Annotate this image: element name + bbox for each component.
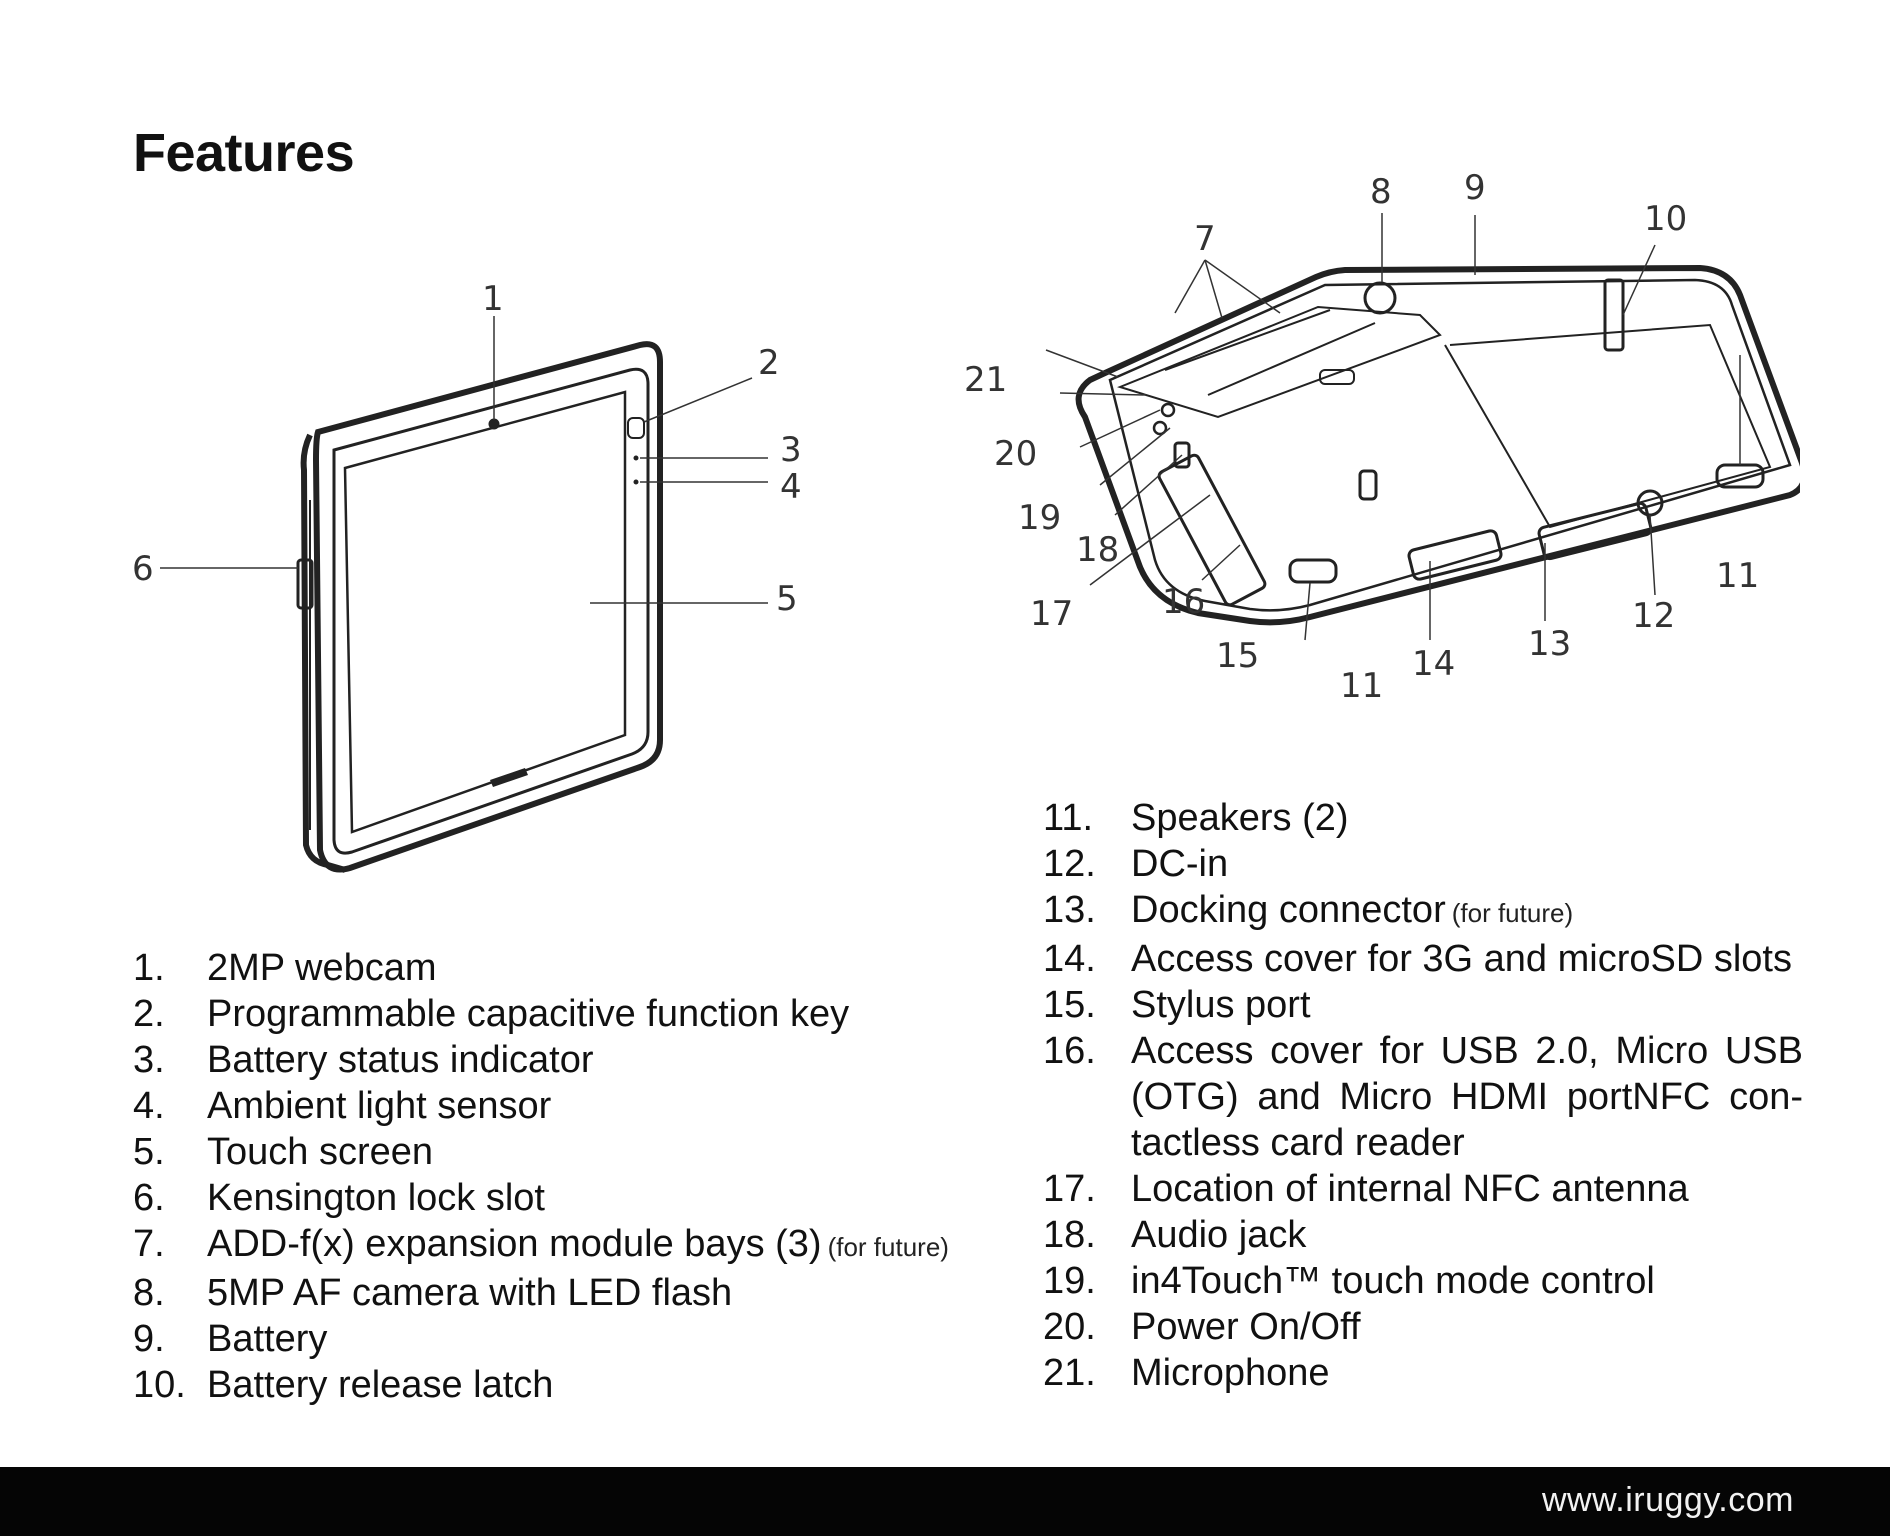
item-number: 9.	[133, 1318, 165, 1360]
rear-callout-9: 9	[1464, 168, 1486, 208]
front-callout-3: 3	[780, 430, 802, 470]
list-item: 14. Access cover for 3G and microSD slots	[1043, 936, 1803, 982]
list-item: 6. Kensington lock slot	[133, 1175, 963, 1221]
footer-bar: www.iruggy.com	[0, 1467, 1890, 1536]
tablet-front-illustration	[296, 341, 663, 873]
list-item: 13. Docking connector(for future)	[1043, 887, 1803, 936]
item-text: Touch screen	[207, 1131, 434, 1173]
item-number: 15.	[1043, 984, 1096, 1026]
footer-url-link[interactable]: www.iruggy.com	[1542, 1481, 1794, 1519]
item-number: 5.	[133, 1131, 165, 1173]
item-text: Docking connector	[1131, 889, 1446, 931]
rear-leader-lines	[1045, 213, 1741, 641]
list-item: 5. Touch screen	[133, 1129, 963, 1175]
list-item: 11. Speakers (2)	[1043, 795, 1803, 841]
rear-callout-19: 19	[1018, 498, 1061, 538]
front-callout-2: 2	[758, 343, 780, 383]
item-text: Microphone	[1131, 1352, 1330, 1394]
item-number: 6.	[133, 1177, 165, 1219]
rear-callout-13: 13	[1528, 624, 1571, 664]
rear-callout-11-right: 11	[1716, 556, 1759, 596]
list-item: 4. Ambient light sensor	[133, 1083, 963, 1129]
front-callout-4: 4	[780, 467, 802, 507]
list-item: 10. Battery release latch	[133, 1362, 963, 1408]
item-text: Kensington lock slot	[207, 1177, 545, 1219]
list-item: 7. ADD-f(x) expansion module bays (3)(for…	[133, 1221, 963, 1270]
list-item: 20. Power On/Off	[1043, 1304, 1803, 1350]
rear-callout-21: 21	[964, 360, 1007, 400]
item-number: 21.	[1043, 1352, 1096, 1394]
item-number: 2.	[133, 993, 165, 1035]
item-number: 7.	[133, 1223, 165, 1265]
item-text: Power On/Off	[1131, 1306, 1361, 1348]
item-text: DC-in	[1131, 843, 1229, 885]
item-text: Battery status indicator	[207, 1039, 594, 1081]
rear-callout-14: 14	[1412, 644, 1455, 684]
item-number: 3.	[133, 1039, 165, 1081]
list-item: 1. 2MP webcam	[133, 945, 963, 991]
rear-callout-16: 16	[1162, 582, 1205, 622]
item-text: Access cover for USB 2.0, Micro USB (OTG…	[1131, 1030, 1803, 1164]
item-text: Battery release latch	[207, 1364, 554, 1406]
rear-callout-15: 15	[1216, 636, 1259, 676]
rear-callout-12: 12	[1632, 596, 1675, 636]
front-callout-1: 1	[482, 279, 504, 319]
item-number: 19.	[1043, 1260, 1096, 1302]
item-note: (for future)	[1451, 898, 1574, 928]
feature-list-left: 1. 2MP webcam 2. Programmable capacitive f…	[133, 945, 963, 1408]
rear-callout-17: 17	[1030, 594, 1073, 634]
list-item: 9. Battery	[133, 1316, 963, 1362]
list-item: 18. Audio jack	[1043, 1212, 1803, 1258]
item-number: 14.	[1043, 938, 1096, 980]
item-text: Stylus port	[1131, 984, 1311, 1026]
item-note: (for future)	[827, 1232, 949, 1262]
item-text: Audio jack	[1131, 1214, 1307, 1256]
rear-callout-20: 20	[994, 434, 1037, 474]
item-text: Access cover for 3G and microSD slots	[1131, 938, 1792, 980]
rear-callout-11-bottom: 11	[1340, 666, 1383, 706]
list-item: 17. Location of internal NFC antenna	[1043, 1166, 1803, 1212]
tablet-rear-illustration	[1075, 264, 1800, 626]
item-number: 10.	[133, 1364, 186, 1406]
item-number: 4.	[133, 1085, 165, 1127]
rear-callout-18: 18	[1076, 530, 1119, 570]
list-item: 16. Access cover for USB 2.0, Micro USB (…	[1043, 1028, 1803, 1166]
item-number: 18.	[1043, 1214, 1096, 1256]
item-number: 17.	[1043, 1168, 1096, 1210]
item-number: 20.	[1043, 1306, 1096, 1348]
list-item: 2. Programmable capacitive function key	[133, 991, 963, 1037]
feature-list-right: 11. Speakers (2) 12. DC-in 13. Docking conn…	[1043, 795, 1803, 1396]
list-item: 3. Battery status indicator	[133, 1037, 963, 1083]
list-item: 15. Stylus port	[1043, 982, 1803, 1028]
front-view-diagram: 1 2 3 4 5 6	[132, 279, 802, 873]
front-leader-lines	[160, 316, 768, 604]
item-number: 12.	[1043, 843, 1096, 885]
list-item: 19. in4Touch™ touch mode control	[1043, 1258, 1803, 1304]
list-item: 12. DC-in	[1043, 841, 1803, 887]
item-text: Speakers (2)	[1131, 797, 1349, 839]
front-callout-6: 6	[132, 549, 154, 589]
item-text: Ambient light sensor	[207, 1085, 552, 1127]
item-text: in4Touch™ touch mode control	[1131, 1260, 1655, 1302]
item-text: Location of internal NFC antenna	[1131, 1168, 1689, 1210]
item-text: 5MP AF camera with LED flash	[207, 1272, 733, 1314]
list-item: 21. Microphone	[1043, 1350, 1803, 1396]
rear-view-diagram: 7 8 9 10 11 12 13 14 15 16 17 18 19 20 2…	[964, 168, 1800, 706]
item-text: Battery	[207, 1318, 328, 1360]
item-number: 16.	[1043, 1030, 1096, 1072]
rear-callout-10: 10	[1644, 199, 1687, 239]
page-title: Features	[133, 123, 355, 183]
item-text: Programmable capacitive function key	[207, 993, 850, 1035]
front-callout-5: 5	[776, 579, 798, 619]
item-number: 1.	[133, 947, 165, 989]
item-text: ADD-f(x) expansion module bays (3)	[207, 1223, 822, 1265]
item-number: 11.	[1043, 797, 1094, 839]
item-number: 8.	[133, 1272, 165, 1314]
rear-callout-8: 8	[1370, 172, 1392, 212]
rear-callout-7: 7	[1194, 219, 1216, 259]
item-text: 2MP webcam	[207, 947, 437, 989]
list-item: 8. 5MP AF camera with LED flash	[133, 1270, 963, 1316]
item-number: 13.	[1043, 889, 1096, 931]
